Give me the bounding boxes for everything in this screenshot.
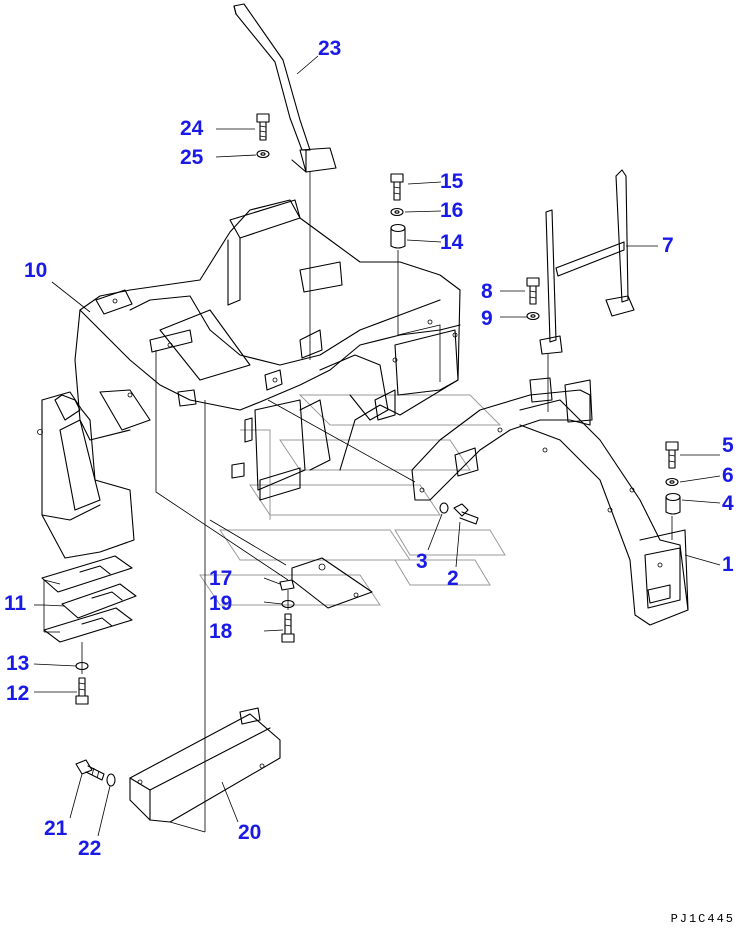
callout-18: 18 — [209, 620, 233, 643]
callout-21: 21 — [44, 817, 68, 840]
part-bolt-5 — [665, 441, 679, 469]
callout-3: 3 — [416, 550, 428, 573]
callout-19: 19 — [209, 592, 233, 615]
part-spacer-4 — [665, 492, 681, 515]
part-washer-25 — [256, 149, 270, 159]
assembly-lines — [81, 172, 673, 833]
part-washer-3 — [439, 502, 449, 514]
part-nut-17 — [279, 579, 295, 591]
callout-20: 20 — [238, 821, 262, 844]
leader-lines — [33, 55, 721, 837]
callout-6: 6 — [722, 464, 734, 487]
callout-11: 11 — [4, 592, 27, 615]
part-frame-1 — [411, 377, 689, 626]
part-frame-10 — [74, 199, 461, 501]
callout-22: 22 — [78, 837, 102, 860]
callout-10: 10 — [24, 259, 48, 282]
part-shims-11 — [41, 555, 137, 643]
part-washer-22 — [106, 773, 116, 787]
part-bolt-12 — [75, 677, 89, 705]
part-handrail-7 — [539, 169, 635, 355]
part-bolt-15 — [390, 173, 404, 201]
part-bolt-8 — [526, 277, 540, 305]
callout-7: 7 — [662, 234, 674, 257]
callout-15: 15 — [440, 170, 464, 193]
callout-25: 25 — [180, 146, 204, 169]
callout-9: 9 — [481, 307, 493, 330]
callout-17: 17 — [209, 567, 233, 590]
callout-14: 14 — [440, 231, 464, 254]
callout-2: 2 — [447, 567, 459, 590]
part-bolt-21 — [75, 759, 105, 781]
callout-5: 5 — [722, 434, 734, 457]
callout-13: 13 — [6, 652, 30, 675]
part-washer-6 — [665, 477, 679, 487]
part-washer-16 — [390, 207, 404, 217]
callout-12: 12 — [6, 682, 30, 705]
figure-code: PJ1C445 — [670, 912, 735, 926]
part-washer-9 — [526, 311, 540, 321]
part-bracket-left — [37, 389, 151, 559]
watermark-logo — [199, 394, 506, 606]
callout-8: 8 — [481, 280, 493, 303]
part-cover-plate — [291, 557, 373, 609]
callout-24: 24 — [180, 117, 204, 140]
callout-1: 1 — [722, 553, 734, 576]
part-bolt-18 — [281, 613, 295, 643]
callout-4: 4 — [722, 492, 734, 515]
part-handrail-upper — [233, 3, 337, 173]
part-spacer-14 — [390, 223, 406, 249]
callout-16: 16 — [440, 199, 464, 222]
callout-23: 23 — [318, 37, 342, 60]
part-bolt-2 — [453, 503, 479, 525]
part-bolt-24 — [256, 113, 270, 141]
